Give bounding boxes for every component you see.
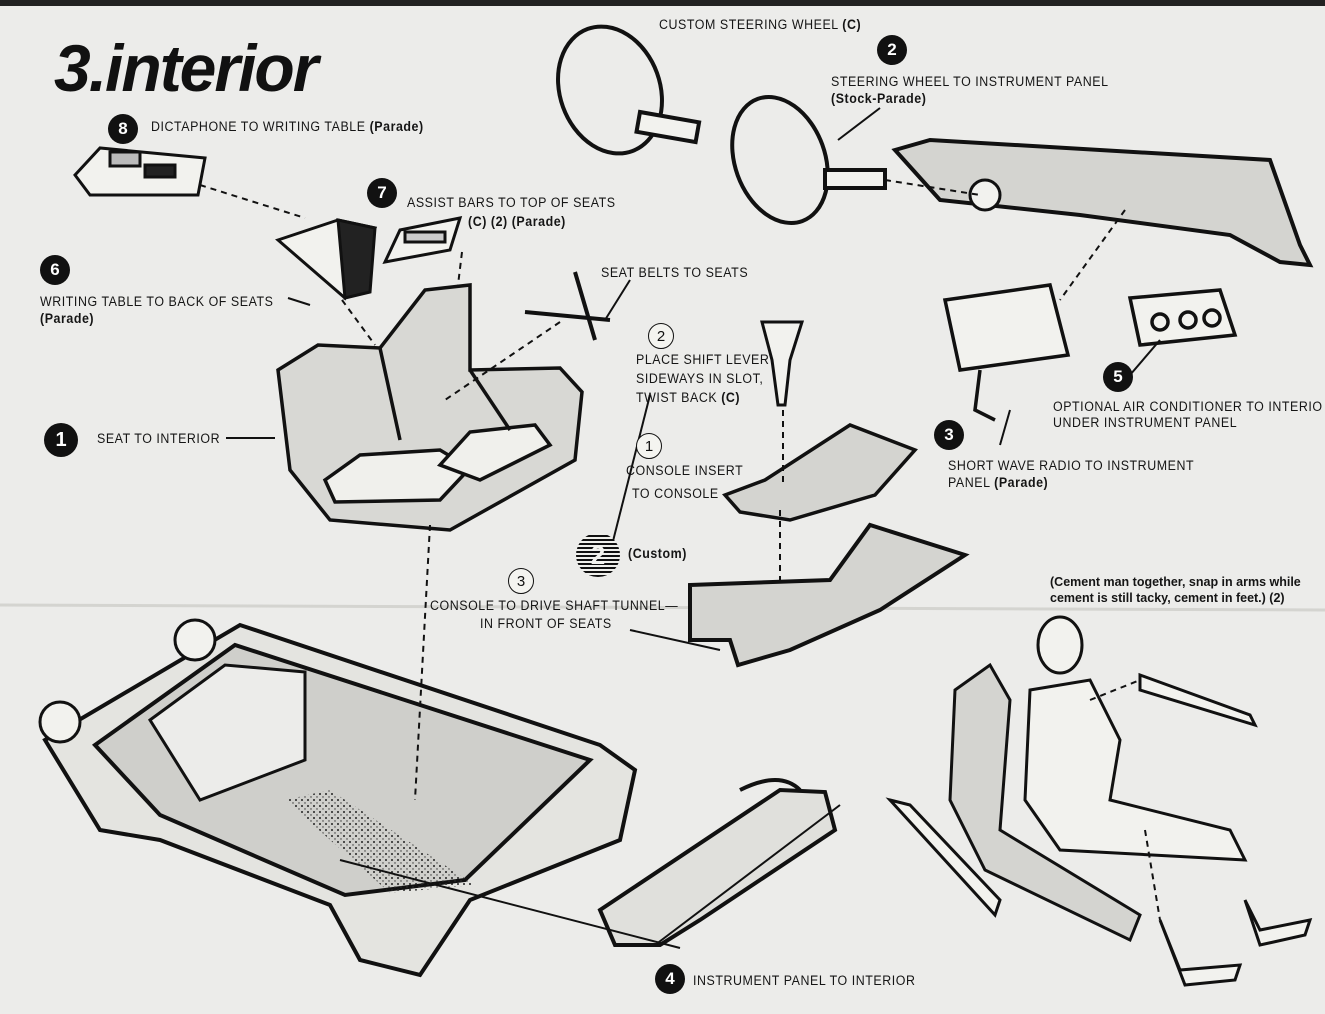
step-2-label: STEERING WHEEL TO INSTRUMENT PANEL — [831, 74, 1109, 89]
dictaphone-part — [73, 146, 207, 197]
custom-label: (Custom) — [628, 546, 687, 561]
step-6-badge: 6 — [40, 255, 70, 285]
custom-wheel-label: CUSTOM STEERING WHEEL (C) — [659, 17, 862, 32]
step-1-label: SEAT TO INTERIOR — [97, 431, 221, 446]
step-7-sublabel: (C) (2) (Parade) — [468, 214, 566, 229]
custom-badge: 2 — [576, 533, 620, 577]
step-5-badge: 5 — [1103, 362, 1133, 392]
step-4-label: INSTRUMENT PANEL TO INTERIOR — [693, 973, 916, 988]
leader-lines — [226, 107, 1161, 949]
step-1-badge: 1 — [44, 423, 78, 457]
custom-step-2-line2: SIDEWAYS IN SLOT, — [636, 371, 764, 386]
console-part — [688, 522, 970, 668]
custom-step-3-line1: CONSOLE TO DRIVE SHAFT TUNNEL— — [430, 598, 679, 613]
writing-table-part — [275, 218, 378, 301]
lower-instrument-panel-part — [597, 778, 838, 947]
figure-parts — [885, 615, 1313, 987]
step-5-label: OPTIONAL AIR CONDITIONER TO INTERIO — [1053, 399, 1323, 414]
step-6-sublabel: (Parade) — [40, 311, 95, 326]
custom-step-1-line2: TO CONSOLE — [632, 486, 719, 501]
custom-step-1-badge: 1 — [636, 433, 662, 459]
seat-part — [276, 283, 584, 532]
interior-tub-part — [38, 618, 638, 978]
custom-step-2-line1: PLACE SHIFT LEVER — [636, 352, 770, 367]
step-8-badge: 8 — [108, 114, 138, 144]
step-4-badge: 4 — [655, 964, 685, 994]
step-6-label: WRITING TABLE TO BACK OF SEATS — [40, 294, 274, 309]
custom-step-2-badge: 2 — [648, 323, 674, 349]
air-conditioner-part — [1127, 288, 1238, 347]
shift-lever-part — [760, 320, 805, 407]
step-3-label-line2: PANEL (Parade) — [948, 475, 1049, 490]
instrument-panel-part — [891, 137, 1314, 268]
seat-belt-part — [524, 271, 611, 341]
assist-bar-part — [382, 216, 463, 265]
custom-step-1-line1: CONSOLE INSERT — [626, 463, 744, 478]
stock-steering-wheel-part — [730, 95, 887, 225]
page-title: 3.interior — [54, 31, 318, 105]
custom-steering-wheel-part — [556, 24, 702, 156]
step-7-badge: 7 — [367, 178, 397, 208]
cement-note-line2: cement is still tacky, cement in feet.) … — [1050, 591, 1285, 605]
step-5-label-line2: UNDER INSTRUMENT PANEL — [1053, 415, 1238, 430]
dashed-guides — [199, 179, 1161, 921]
seat-belts-label: SEAT BELTS TO SEATS — [601, 265, 749, 280]
step-2-sublabel: (Stock-Parade) — [831, 91, 927, 106]
cement-note: (Cement man together, snap in arms while — [1050, 575, 1301, 589]
custom-step-2-line3: TWIST BACK (C) — [636, 390, 741, 405]
custom-step-3-badge: 3 — [508, 568, 534, 594]
step-3-badge: 3 — [934, 420, 964, 450]
custom-step-3-line2: IN FRONT OF SEATS — [480, 616, 612, 631]
short-wave-radio-part — [942, 283, 1071, 422]
console-insert-part — [722, 423, 918, 522]
step-2-badge: 2 — [877, 35, 907, 65]
step-7-label: ASSIST BARS TO TOP OF SEATS — [407, 195, 616, 210]
step-8-label: DICTAPHONE TO WRITING TABLE (Parade) — [151, 119, 424, 134]
step-3-label: SHORT WAVE RADIO TO INSTRUMENT — [948, 458, 1195, 473]
